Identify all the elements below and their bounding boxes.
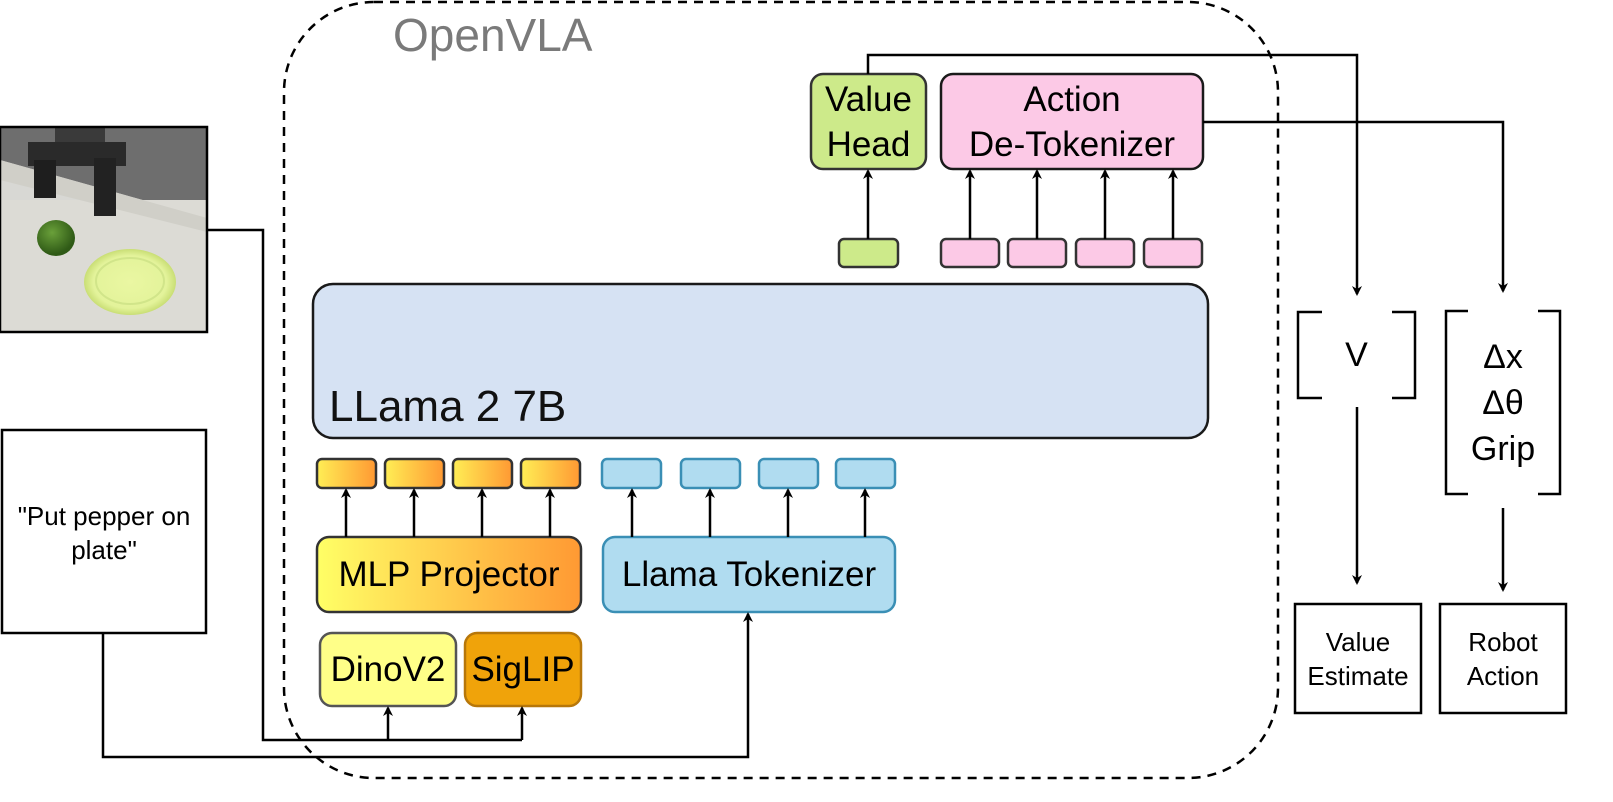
- text-token: [757, 457, 820, 490]
- action-bracket-label: Δx Δθ Grip: [1446, 330, 1560, 476]
- visual-token: [383, 457, 446, 490]
- value-estimate-box: [1293, 602, 1423, 715]
- action-dtheta: Δθ: [1482, 384, 1524, 422]
- scene-image: [0, 125, 209, 334]
- action-grip: Grip: [1470, 430, 1536, 468]
- mlp-projector-label: MLP Projector: [338, 554, 560, 594]
- visual-token: [451, 457, 514, 490]
- value-estimate-line2: Estimate: [1307, 660, 1409, 691]
- action-bracket-left: [1444, 309, 1468, 496]
- robot-action-box: [1438, 602, 1568, 715]
- action-token: [1142, 237, 1204, 269]
- robot-action-line2: Action: [1466, 660, 1540, 691]
- value-head-line2: Head: [826, 124, 911, 164]
- pepper: [37, 220, 75, 256]
- connector-image-to-encoders: [207, 228, 522, 742]
- value-bracket-left: [1296, 310, 1322, 400]
- text-token: [679, 457, 742, 490]
- dinov2-label: DinoV2: [330, 649, 446, 689]
- llm-box: [311, 282, 1210, 440]
- value-estimate-label: Value Estimate: [1295, 604, 1421, 713]
- value-head-line1: Value: [825, 79, 912, 119]
- instruction-box: [0, 428, 208, 635]
- action-token: [1074, 237, 1136, 269]
- llama-tokenizer-label: Llama Tokenizer: [621, 554, 877, 594]
- siglip-label: SigLIP: [471, 649, 575, 689]
- action-bracket-right: [1538, 309, 1562, 496]
- llm-label: LLama 2 7B: [329, 382, 567, 431]
- action-detokenizer-line2: De-Tokenizer: [968, 124, 1176, 164]
- value-token: [837, 237, 900, 269]
- action-dx: Δx: [1483, 338, 1523, 376]
- openvla-frame: [282, 0, 1280, 780]
- robot-action-line1: Robot: [1468, 626, 1538, 657]
- connector-value-head-to-v: [866, 53, 1362, 296]
- value-bracket-label: V: [1345, 335, 1368, 374]
- value-head-label: Value Head: [811, 74, 926, 169]
- frame-title: OpenVLA: [393, 9, 593, 61]
- text-token: [600, 457, 663, 490]
- action-token: [1006, 237, 1068, 269]
- connector-detokenizer-to-action: [1203, 120, 1508, 293]
- mlp-projector-box: [315, 535, 583, 614]
- text-token: [834, 457, 897, 490]
- value-estimate-line1: Value: [1325, 626, 1391, 657]
- value-bracket-right: [1392, 310, 1417, 400]
- action-token: [939, 237, 1001, 269]
- robot-action-label: Robot Action: [1440, 604, 1566, 713]
- connector-instruction-to-tokenizer: [101, 612, 753, 759]
- action-detokenizer-line1: Action: [1023, 79, 1121, 119]
- action-detokenizer-label: Action De-Tokenizer: [941, 74, 1203, 169]
- instruction-text: "Put pepper on plate": [17, 500, 191, 565]
- visual-token: [315, 457, 378, 490]
- visual-token: [519, 457, 582, 490]
